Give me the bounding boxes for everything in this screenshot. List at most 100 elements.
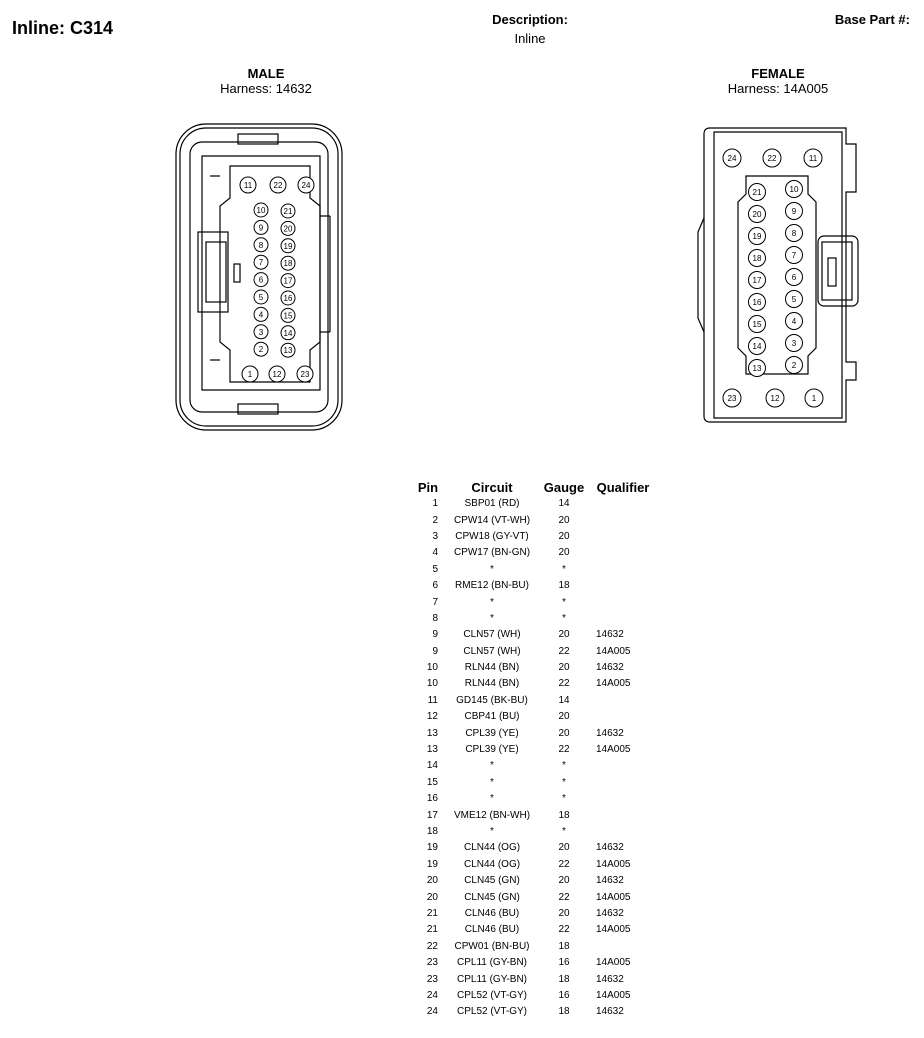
gauge-cell: 16 [558, 989, 570, 1001]
qualifier-cell [588, 545, 658, 561]
qualifier-cell: 14632 [596, 727, 624, 739]
pin-cavity: 15 [748, 315, 766, 333]
pin-cavity: 23 [296, 365, 314, 383]
pin-number: 9 [792, 207, 797, 216]
pin-number: 3 [259, 328, 264, 337]
header-qualifier: Qualifier [596, 480, 650, 495]
pin-cavity: 10 [785, 180, 803, 198]
gauge-cell: 20 [558, 514, 570, 526]
gauge-cell: * [562, 793, 566, 805]
pin-cavity: 11 [239, 176, 257, 194]
connector-title: Inline: C314 [12, 18, 114, 38]
pin-number: 24 [302, 181, 311, 190]
pin-number: 4 [259, 310, 264, 319]
table-row: 5** [412, 562, 658, 578]
circuit-cell: SBP01 (RD) [464, 498, 520, 510]
gauge-cell: 20 [558, 547, 570, 559]
circuit-cell: CLN46 (BU) [464, 907, 520, 919]
circuit-cell: RLN44 (BN) [464, 678, 520, 690]
pin-cell: 18 [426, 826, 438, 837]
gauge-cell: 20 [558, 711, 570, 723]
pin-cavity: 14 [280, 325, 296, 341]
pin-cavity: 20 [280, 220, 296, 236]
pin-cavity: 8 [785, 224, 803, 242]
pin-number: 19 [284, 242, 293, 251]
pin-cavity: 16 [748, 293, 766, 311]
table-row: 14** [412, 758, 658, 774]
pin-cell: 8 [432, 612, 438, 624]
qualifier-cell: 14A005 [596, 744, 631, 756]
pin-cavity: 4 [253, 306, 269, 322]
circuit-cell: CPW14 (VT-WH) [453, 514, 531, 526]
pin-cell: 23 [426, 973, 438, 985]
gauge-cell: 18 [558, 809, 570, 821]
qualifier-cell [588, 496, 658, 512]
pin-number: 1 [812, 394, 817, 403]
circuit-cell: RME12 (BN-BU) [455, 580, 529, 592]
circuit-cell: CLN44 (OG) [463, 842, 521, 854]
pin-number: 17 [284, 277, 293, 286]
pin-number: 11 [809, 154, 818, 163]
qualifier-cell: 14632 [596, 973, 624, 985]
pin-number: 15 [284, 311, 293, 320]
pin-number: 5 [792, 295, 797, 304]
pin-cell: 1 [432, 498, 438, 510]
pin-cell: 5 [432, 563, 438, 575]
qualifier-cell [588, 775, 658, 791]
pin-number: 8 [792, 229, 797, 238]
pin-cell: 24 [426, 989, 438, 1001]
gauge-cell: 16 [558, 957, 570, 969]
circuit-cell: CPL11 (GY-BN) [456, 957, 528, 969]
pin-cell: 2 [432, 514, 438, 526]
circuit-cell: VME12 (BN-WH) [453, 809, 531, 821]
qualifier-cell [588, 693, 658, 709]
pin-cell: 20 [426, 891, 438, 903]
circuit-cell: CPL39 (YE) [465, 744, 519, 756]
circuit-cell: RLN44 (BN) [464, 662, 520, 674]
gauge-cell: 22 [558, 678, 570, 690]
pin-number: 4 [792, 317, 797, 326]
female-header: FEMALE Harness: 14A005 [678, 66, 878, 96]
pin-cavity: 13 [280, 342, 296, 358]
pin-number: 6 [792, 273, 797, 282]
circuit-cell: CPW17 (BN-GN) [453, 547, 531, 559]
gauge-cell: 20 [558, 530, 570, 542]
pin-cavity: 23 [722, 388, 742, 408]
pin-cell: 11 [427, 694, 438, 706]
table-header-row: Pin Circuit Gauge Qualifier [412, 479, 658, 496]
pin-cell: 19 [426, 842, 438, 854]
pin-number: 23 [728, 394, 737, 403]
circuit-cell: * [490, 776, 494, 788]
qualifier-cell: 14A005 [596, 924, 631, 936]
qualifier-cell: 14A005 [596, 645, 631, 657]
pin-number: 16 [753, 298, 762, 307]
pin-cell: 9 [432, 629, 438, 641]
table-row: 15** [412, 775, 658, 791]
pin-number: 12 [771, 394, 780, 403]
pin-number: 2 [259, 345, 264, 354]
qualifier-cell [588, 709, 658, 725]
gauge-cell: 14 [558, 694, 570, 706]
circuit-cell: * [490, 760, 494, 772]
qualifier-cell [588, 758, 658, 774]
qualifier-cell [588, 824, 658, 840]
male-header: MALE Harness: 14632 [166, 66, 366, 96]
gauge-cell: 20 [558, 662, 570, 674]
pin-cavity: 3 [253, 324, 269, 340]
gauge-cell: 20 [558, 629, 570, 641]
gauge-cell: 22 [558, 645, 570, 657]
qualifier-cell: 14A005 [596, 891, 631, 903]
pin-number: 8 [259, 241, 264, 250]
gauge-cell: 18 [558, 580, 570, 592]
pin-number: 18 [284, 259, 293, 268]
pin-cavity: 3 [785, 334, 803, 352]
